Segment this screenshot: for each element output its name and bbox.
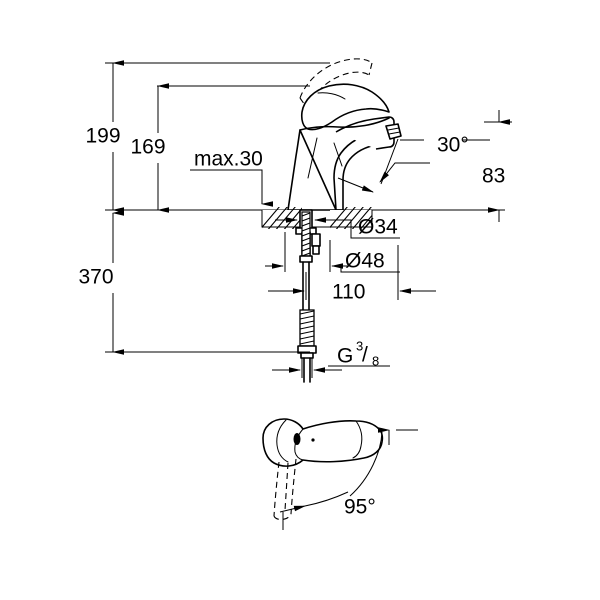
- dimension-label-d34: Ø34: [358, 216, 398, 239]
- leader-max30: [190, 169, 273, 207]
- arc-95deg: [349, 431, 383, 497]
- handle-top-view: 95°: [262, 418, 418, 530]
- handle-swing-ghost: [273, 458, 297, 521]
- leader-d34: [337, 219, 400, 239]
- arrow-95deg-lower: [279, 505, 306, 513]
- spout-tip: [385, 123, 402, 140]
- dimension-label-95deg: 95°: [344, 496, 376, 519]
- dimension-label-83: 83: [482, 165, 505, 188]
- dimension-label-199: 199: [85, 125, 120, 148]
- leader-d48: [332, 265, 400, 273]
- mounting-shank: [295, 209, 321, 257]
- leader-30deg-angle-line: [380, 138, 399, 185]
- dimension-label-370: 370: [78, 266, 113, 289]
- lever-handle: [300, 83, 390, 131]
- deck-hatch-right: [330, 207, 372, 229]
- dimension-label-110: 110: [332, 281, 365, 304]
- supply-hose: [297, 255, 317, 383]
- dimension-label-max30: max.30: [194, 148, 263, 171]
- vertical-dimensions: 199 169 max.30 370: [78, 60, 330, 355]
- dimension-label-169: 169: [130, 136, 165, 159]
- thread-denominator-label: 8: [372, 353, 379, 368]
- braided-hose: [299, 309, 315, 347]
- thread-callout: G 3 / 8: [272, 338, 390, 378]
- thread-texture-upper: [301, 211, 311, 257]
- dimension-label-d48: Ø48: [345, 250, 385, 273]
- handle-pin-dot: [311, 438, 315, 442]
- dimension-label-30deg: 30°: [437, 134, 469, 157]
- right-dimensions: 30° 83: [337, 110, 512, 222]
- leader-30deg-angle-lower: [379, 162, 430, 183]
- thread-letter-label: G: [337, 345, 353, 368]
- thread-label-group: G 3 / 8: [337, 338, 379, 368]
- leader-spout-body: [337, 177, 374, 193]
- arc-95deg-lower-tail: [304, 491, 349, 507]
- diameter-dimensions: Ø34 Ø48 110: [265, 216, 436, 304]
- thread-numerator-label: 3: [356, 338, 363, 353]
- handle-slot: [293, 433, 301, 445]
- thread-separator-label: /: [362, 344, 368, 367]
